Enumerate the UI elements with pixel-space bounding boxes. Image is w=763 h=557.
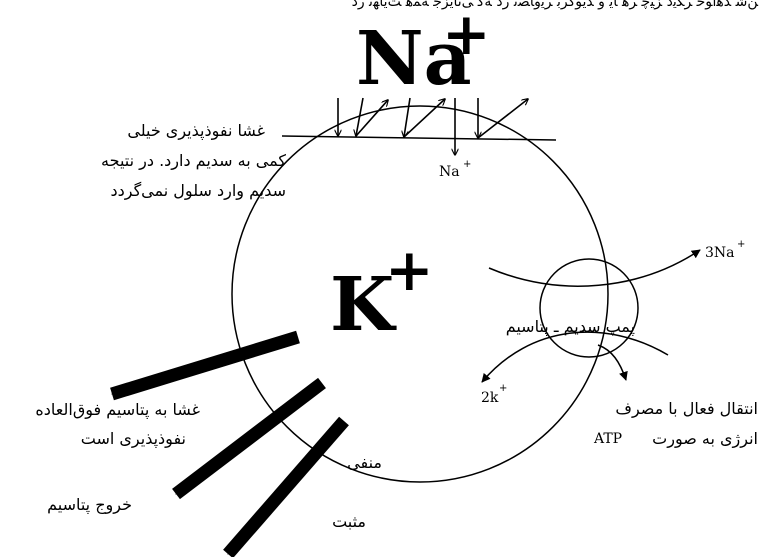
potassium-in-arrow <box>481 331 669 383</box>
membrane-arrows <box>338 98 528 155</box>
negative-inside-label: منفی <box>347 453 382 472</box>
sodium-out-charge: + <box>737 239 745 250</box>
active-transport-line-2: انرژی به صورت <box>652 429 758 449</box>
potassium-exit-arrow-1 <box>110 330 300 401</box>
sodium-ion-label: Na <box>356 16 472 102</box>
potassium-permeability-line-1: غشا به پتاسیم فوق‌العاده <box>35 400 200 420</box>
potassium-exit-arrow-2 <box>172 377 326 500</box>
sodium-out-arrow <box>488 249 701 287</box>
potassium-permeability-line-2: نفوذپذیری است <box>81 429 186 449</box>
membrane-line <box>281 135 557 141</box>
potassium-in-label: 2k <box>481 390 499 406</box>
cell-membrane <box>231 105 609 483</box>
membrane-note-line-3: سدیم وارد سلول نمی‌گردد <box>110 181 286 201</box>
sodium-entry-charge: + <box>463 159 471 170</box>
potassium-charge: + <box>385 236 434 304</box>
membrane-note-line-1: غشا نفوذپذیری خیلی <box>127 121 265 141</box>
potassium-ion-label: K <box>330 262 397 348</box>
top-cropped-text: ﻦﺷ ﺪﻫاﻮﺧ ﺮﮕﯾد ﺰﯿﭼ ﺮﻫ ﺎﯾ و ﺪﯾﻮﮔﺮﺑ ﺮﯾوﺎﺼﺗ … <box>352 0 759 10</box>
membrane-note-line-2: کمی به سدیم دارد. در نتیجه <box>101 151 286 171</box>
potassium-exit-arrow-3 <box>223 416 349 557</box>
sodium-charge: + <box>442 0 491 68</box>
potassium-exit-label: خروج پتاسیم <box>47 495 132 515</box>
atp-label: ATP <box>593 431 622 447</box>
atp-arrow <box>597 344 628 381</box>
sodium-out-label: 3Na <box>705 245 735 261</box>
active-transport-line-1: انتقال فعال با مصرف <box>615 399 758 419</box>
positive-outside-label: مثبت <box>332 512 366 531</box>
pump-label: پمپ سدیم ـ پتاسیم <box>506 317 635 337</box>
sodium-potassium-pump <box>539 258 639 358</box>
potassium-in-charge: + <box>499 383 507 394</box>
sodium-entry-label: Na <box>439 164 460 180</box>
